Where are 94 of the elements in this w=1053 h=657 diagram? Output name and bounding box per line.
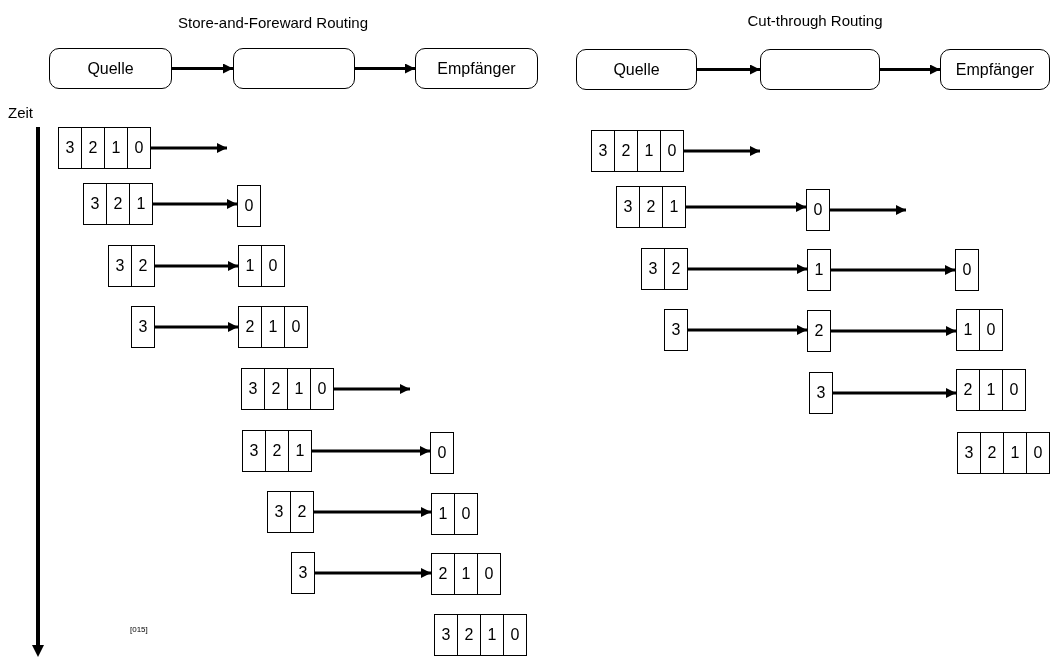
arrow (172, 63, 233, 74)
packet-segment: 0 (979, 309, 1003, 351)
arrow (151, 143, 227, 153)
process-box (49, 48, 172, 89)
arrow (684, 146, 760, 156)
arrow (155, 261, 238, 271)
packet-segment: 3 (957, 432, 981, 474)
packet-segment: 1 (807, 249, 831, 291)
arrow (833, 388, 956, 398)
packet-segment: 0 (237, 185, 261, 227)
arrow (315, 568, 431, 578)
packet-segment: 1 (287, 368, 311, 410)
arrow (831, 265, 955, 275)
packet-segment: 1 (637, 130, 661, 172)
axis-label: Zeit (8, 104, 33, 121)
router-box (233, 48, 355, 89)
packet-segment: 1 (288, 430, 312, 472)
arrow (312, 446, 430, 456)
process-box (576, 49, 697, 90)
packet-segment: 0 (310, 368, 334, 410)
packet-segment: 1 (238, 245, 262, 287)
arrow (355, 63, 415, 74)
arrow (155, 322, 238, 332)
packet-segment: 1 (129, 183, 153, 225)
packet-segment: 0 (127, 127, 151, 169)
packet-segment: 3 (664, 309, 688, 351)
section-heading: Store-and-Foreward Routing (177, 14, 369, 31)
arrow (688, 264, 807, 274)
packet-segment: 1 (1003, 432, 1027, 474)
packet-segment: 3 (108, 245, 132, 287)
node-label: Empfänger (437, 59, 516, 78)
packet-segment: 1 (979, 369, 1003, 411)
arrow (153, 199, 237, 209)
packet-segment: 2 (956, 369, 980, 411)
node-label: Quelle (613, 60, 660, 79)
packet-segment: 2 (664, 248, 688, 290)
packet-segment: 3 (242, 430, 266, 472)
packet-segment: 2 (131, 245, 155, 287)
process-box (415, 48, 538, 89)
arrow (697, 64, 760, 75)
packet-segment: 3 (809, 372, 833, 414)
packet-segment: 3 (241, 368, 265, 410)
packet-segment: 3 (131, 306, 155, 348)
arrow (830, 205, 906, 215)
packet-segment: 1 (431, 493, 455, 535)
packet-segment: 0 (477, 553, 501, 595)
packet-segment: 0 (806, 189, 830, 231)
packet-segment: 2 (980, 432, 1004, 474)
packet-segment: 2 (238, 306, 262, 348)
arrow (686, 202, 806, 212)
packet-segment: 2 (457, 614, 481, 656)
packet-segment: 1 (261, 306, 285, 348)
packet-segment: 2 (265, 430, 289, 472)
arrow (880, 64, 940, 75)
packet-segment: 3 (58, 127, 82, 169)
packet-segment: 3 (641, 248, 665, 290)
packet-segment: 3 (434, 614, 458, 656)
packet-segment: 0 (284, 306, 308, 348)
arrow (831, 326, 956, 336)
packet-segment: 0 (430, 432, 454, 474)
packet-segment: 2 (431, 553, 455, 595)
packet-segment: 2 (106, 183, 130, 225)
packet-segment: 0 (660, 130, 684, 172)
packet-segment: 0 (955, 249, 979, 291)
node-label: Quelle (87, 59, 134, 78)
packet-segment: 3 (591, 130, 615, 172)
packet-segment: 2 (807, 310, 831, 352)
packet-segment: 2 (639, 186, 663, 228)
packet-segment: 2 (81, 127, 105, 169)
packet-segment: 0 (454, 493, 478, 535)
packet-segment: 0 (1002, 369, 1026, 411)
packet-segment: 3 (83, 183, 107, 225)
packet-segment: 3 (616, 186, 640, 228)
packet-segment: 1 (454, 553, 478, 595)
packet-segment: 3 (291, 552, 315, 594)
packet-segment: 0 (261, 245, 285, 287)
packet-segment: 1 (956, 309, 980, 351)
router-box (760, 49, 880, 90)
reference-note: [015] (130, 625, 148, 634)
packet-segment: 1 (104, 127, 128, 169)
arrow (334, 384, 410, 394)
arrow (314, 507, 431, 517)
node-label: Empfänger (955, 60, 1035, 79)
process-box (940, 49, 1050, 90)
packet-segment: 0 (1026, 432, 1050, 474)
packet-segment: 3 (267, 491, 291, 533)
section-heading: Cut-through Routing (747, 12, 883, 29)
packet-segment: 2 (290, 491, 314, 533)
packet-segment: 2 (264, 368, 288, 410)
packet-segment: 2 (614, 130, 638, 172)
packet-segment: 1 (480, 614, 504, 656)
packet-segment: 0 (503, 614, 527, 656)
arrow (688, 325, 807, 335)
packet-segment: 1 (662, 186, 686, 228)
